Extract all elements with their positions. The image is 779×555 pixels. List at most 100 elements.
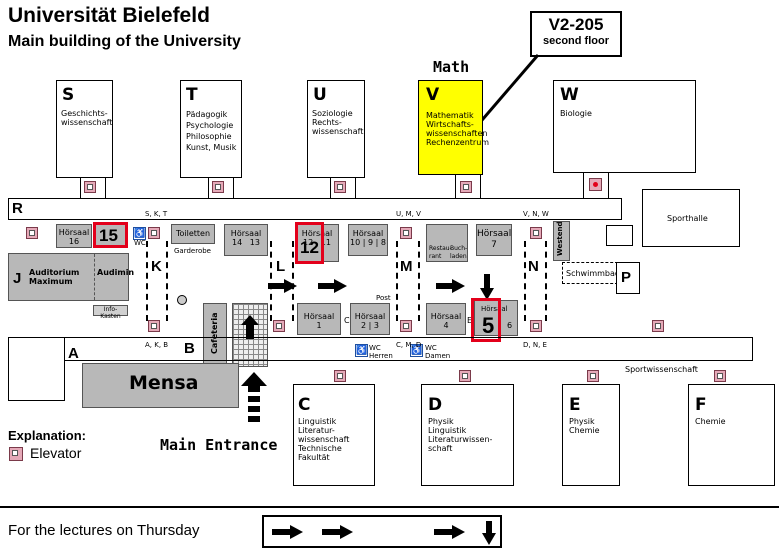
wheelchair-icon: ♿ — [410, 344, 423, 357]
room-number: V2-205 — [548, 15, 604, 34]
corridor-E-label: E — [467, 316, 473, 325]
elevator-icon — [148, 320, 160, 332]
auditorium-maximum[interactable]: J Auditorium Maximum Audimin — [8, 253, 134, 301]
toiletten[interactable]: Toiletten — [171, 224, 215, 244]
staircase-label-akb: A, K, B — [145, 341, 169, 349]
cafeteria[interactable]: Cafeteria — [203, 303, 227, 365]
wc-label-top: WC — [134, 239, 146, 247]
building-U[interactable]: U Soziologie Rechts- wissenschaft — [307, 80, 365, 178]
wing-N-label: N — [528, 258, 539, 275]
wing-R-label: R — [12, 200, 23, 217]
elevator-icon — [84, 181, 96, 193]
elevator-icon — [400, 227, 412, 239]
foyer-arrow-up-icon — [241, 315, 259, 339]
main-entrance-label: Main Entrance — [160, 436, 278, 454]
connector-T — [208, 178, 234, 198]
hoersaal-10-9-8[interactable]: Hörsaal 10 | 9 | 8 — [348, 224, 388, 256]
small-square — [606, 225, 633, 246]
wing-L-corridor — [270, 241, 272, 321]
building-F[interactable]: F Chemie — [688, 384, 775, 486]
mensa[interactable]: Mensa — [82, 363, 239, 408]
connector-W — [583, 173, 609, 198]
hoersaal-7[interactable]: Hörsaal 7 — [476, 224, 512, 256]
hoersaal-1[interactable]: Hörsaal 1 — [297, 303, 341, 335]
hoersaal-5[interactable]: Hörsaal 5 6 — [474, 300, 518, 338]
route-legend — [262, 515, 502, 548]
building-S[interactable]: S Geschichts- wissenschaft — [56, 80, 113, 178]
divider — [0, 506, 779, 508]
wing-M-corridor-r — [418, 241, 420, 321]
building-A[interactable] — [8, 337, 65, 401]
elevator-icon — [26, 227, 38, 239]
route-arrow-right-icon — [268, 279, 297, 293]
legend-elevator-label: Elevator — [30, 445, 82, 461]
schwimmbad[interactable]: Schwimmbad — [562, 262, 620, 284]
wheelchair-icon: ♿ — [355, 344, 368, 357]
elevator-icon — [530, 227, 542, 239]
wc-herren-label: WC Herren — [369, 344, 393, 360]
staircase-label-cmd: C, M, D — [396, 341, 422, 349]
elevator-icon — [334, 181, 346, 193]
route-arrow-right-icon — [436, 279, 465, 293]
elevator-icon — [589, 178, 602, 191]
elevator-icon — [148, 227, 160, 239]
building-E[interactable]: E Physik Chemie — [562, 384, 620, 486]
sporthalle[interactable]: Sporthalle — [642, 189, 740, 247]
building-P[interactable]: P — [616, 262, 640, 294]
wheelchair-icon: ♿ — [133, 227, 146, 240]
elevator-icon — [273, 320, 285, 332]
staircase-label-umv: U, M, V — [396, 210, 421, 218]
connector-S — [80, 178, 106, 198]
page-subtitle: Main building of the University — [8, 33, 241, 50]
highlight-hoersaal-5 — [471, 298, 501, 342]
elevator-icon — [530, 320, 542, 332]
westend[interactable]: Westend — [553, 221, 570, 261]
hoersaal-12-number: 12 — [300, 238, 319, 257]
building-D[interactable]: D Physik Linguistik Literaturwissen- sch… — [421, 384, 514, 486]
wing-M-label: M — [400, 258, 413, 275]
garderobe-label: Garderobe — [174, 247, 211, 255]
staircase-label-skt: S, K, T — [145, 210, 168, 218]
corridor-R — [8, 198, 622, 220]
wing-M-corridor — [396, 241, 398, 321]
building-W[interactable]: W Biologie — [553, 80, 696, 173]
info-kasten[interactable]: Info-Kasten — [93, 305, 128, 320]
hoersaal-14-13[interactable]: Hörsaal 14 13 — [224, 224, 268, 256]
legend-elevator-icon — [9, 447, 23, 461]
wing-L-label: L — [276, 258, 286, 275]
hoersaal-12-11[interactable]: Hörsaal 12 11 — [295, 224, 339, 262]
highlight-hoersaal-15 — [93, 222, 128, 248]
wing-N-corridor-r — [545, 241, 547, 321]
legend-arrow-right-icon — [434, 525, 465, 539]
legend-arrow-down-icon — [482, 521, 496, 545]
hoersaal-16[interactable]: Hörsaal 16 — [56, 224, 92, 248]
pillar-dot — [177, 295, 187, 305]
wc-damen-label: WC Damen — [425, 344, 451, 360]
wing-K-label: K — [151, 258, 162, 275]
elevator-icon — [459, 370, 471, 382]
hoersaal-2-3[interactable]: Hörsaal 2 | 3 — [350, 303, 390, 335]
wing-K-corridor — [146, 241, 148, 321]
page-title: Universität Bielefeld — [8, 4, 210, 27]
building-T[interactable]: T Pädagogik Psychologie Philosophie Kuns… — [180, 80, 242, 178]
route-arrow-down-icon — [480, 274, 494, 300]
wing-L-corridor-r — [292, 241, 294, 321]
elevator-icon — [652, 320, 664, 332]
restaurant[interactable]: Restau- rant Buch- laden — [426, 224, 468, 262]
staircase-label-vnw: V, N, W — [523, 210, 549, 218]
legend-arrow-right-icon — [272, 525, 303, 539]
math-label: Math — [433, 58, 470, 76]
elevator-icon — [400, 320, 412, 332]
building-V[interactable]: V Mathematik Wirtschafts- wissenschaften… — [418, 80, 489, 175]
main-entrance-arrow-icon — [241, 372, 267, 422]
room-callout: V2-205 second floor — [530, 11, 622, 57]
post-label: Post — [376, 294, 391, 302]
elevator-icon — [460, 181, 472, 193]
wing-K-corridor-r — [166, 241, 168, 321]
hoersaal-4[interactable]: Hörsaal 4 — [426, 303, 466, 335]
elevator-icon — [212, 181, 224, 193]
sportwissenschaft-label: Sportwissenschaft — [625, 365, 698, 374]
building-C[interactable]: C Linguistik Literatur- wissenschaft Tec… — [293, 384, 375, 486]
elevator-icon — [714, 370, 726, 382]
room-floor: second floor — [542, 35, 609, 47]
